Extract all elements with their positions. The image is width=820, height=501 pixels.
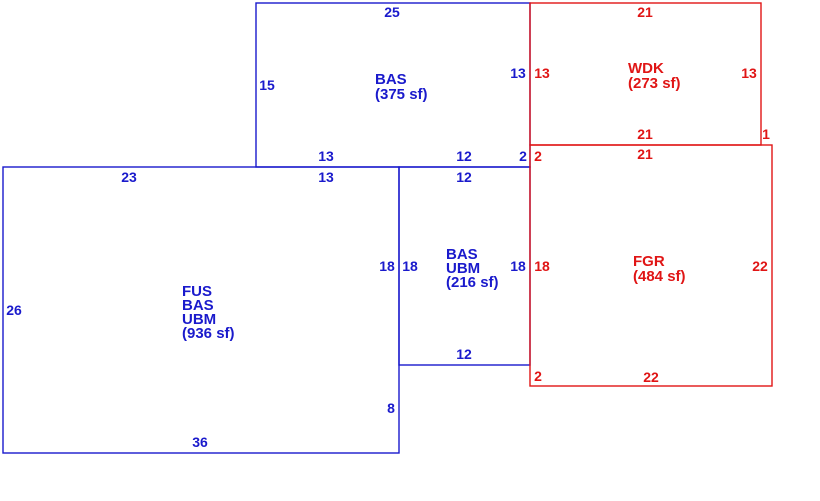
dim-label: 1 xyxy=(762,126,770,142)
area-main: 23 13 26 18 8 36 FUS BAS UBM (936 sf) xyxy=(6,169,395,450)
area-fgr: 2 21 18 22 2 22 FGR (484 sf) xyxy=(534,146,768,385)
dim-label: 2 xyxy=(519,148,527,164)
dim-label: 18 xyxy=(379,258,395,274)
dim-label: 13 xyxy=(741,65,757,81)
dim-label: 18 xyxy=(510,258,526,274)
area-name: WDK xyxy=(628,60,664,77)
dim-label: 22 xyxy=(752,258,768,274)
area-name: FUS xyxy=(182,283,212,300)
dim-label: 13 xyxy=(510,65,526,81)
area-name: BAS xyxy=(446,246,478,263)
dim-label: 36 xyxy=(192,434,208,450)
dim-label: 21 xyxy=(637,146,653,162)
dim-label: 8 xyxy=(387,400,395,416)
garage-outlines xyxy=(529,2,773,387)
area-size: (936 sf) xyxy=(182,325,235,342)
area-size: (484 sf) xyxy=(633,268,686,285)
building-outlines xyxy=(2,2,531,454)
area-name: UBM xyxy=(182,311,216,328)
area-bas-top: 25 15 13 13 12 2 BAS (375 sf) xyxy=(259,4,527,164)
area-mid: 12 18 18 12 BAS UBM (216 sf) xyxy=(402,169,526,362)
area-name: UBM xyxy=(446,260,480,277)
area-wdk: 21 13 13 21 1 WDK (273 sf) xyxy=(534,4,770,142)
dim-label: 25 xyxy=(384,4,400,20)
area-name: FGR xyxy=(633,253,665,270)
dim-label: 13 xyxy=(318,148,334,164)
dim-label: 12 xyxy=(456,169,472,185)
area-name: BAS xyxy=(375,71,407,88)
dim-label: 13 xyxy=(534,65,550,81)
dim-label: 21 xyxy=(637,126,653,142)
area-name: BAS xyxy=(182,297,214,314)
dim-label: 2 xyxy=(534,368,542,384)
area-size: (216 sf) xyxy=(446,274,499,291)
dim-label: 13 xyxy=(318,169,334,185)
dim-label: 22 xyxy=(643,369,659,385)
dim-label: 12 xyxy=(456,148,472,164)
dim-label: 26 xyxy=(6,302,22,318)
dim-label: 18 xyxy=(402,258,418,274)
dim-label: 12 xyxy=(456,346,472,362)
area-size: (375 sf) xyxy=(375,86,428,103)
dim-label: 15 xyxy=(259,77,275,93)
fgr-outline xyxy=(529,144,773,387)
dim-label: 21 xyxy=(637,4,653,20)
dim-label: 2 xyxy=(534,148,542,164)
dim-label: 18 xyxy=(534,258,550,274)
area-size: (273 sf) xyxy=(628,75,681,92)
dim-label: 23 xyxy=(121,169,137,185)
